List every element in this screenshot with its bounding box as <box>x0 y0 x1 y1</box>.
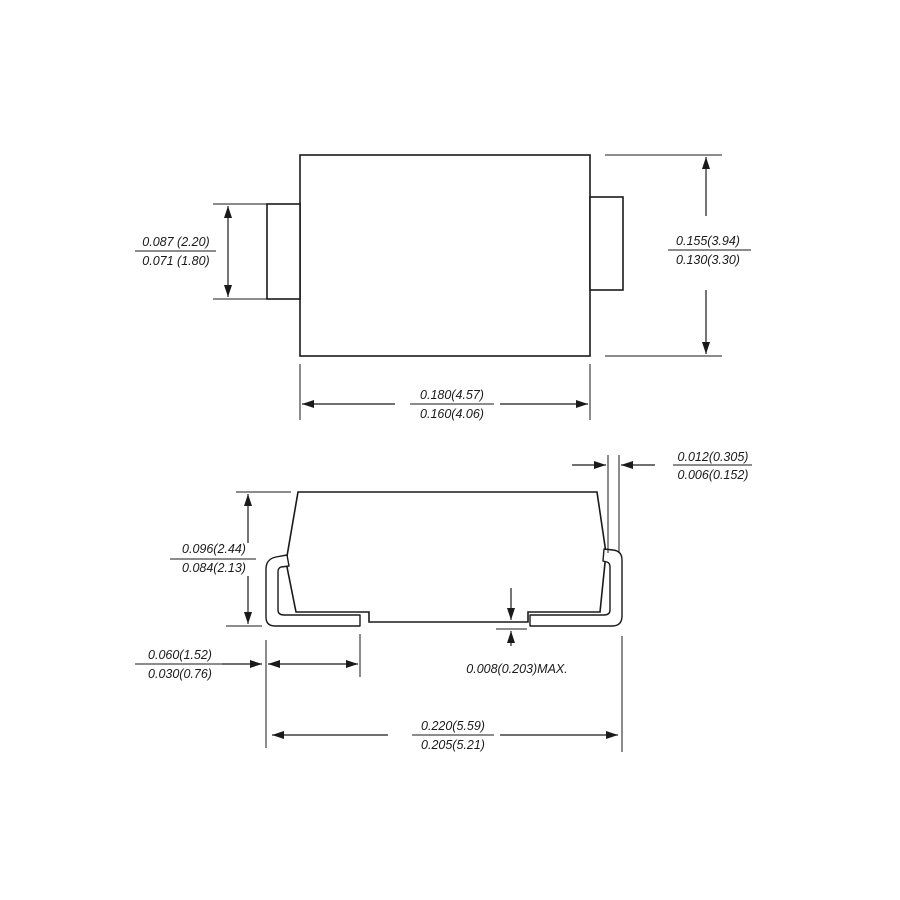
package-height-dimension: 0.096(2.44) 0.084(2.13) <box>170 491 291 627</box>
terminal-width-dimension: 0.087 (2.20) 0.071 (1.80) <box>135 203 290 300</box>
package-height-min: 0.084(2.13) <box>182 561 246 575</box>
overall-length-max: 0.220(5.59) <box>421 719 485 733</box>
lead-thickness-max: 0.012(0.305) <box>678 450 749 464</box>
standoff-value: 0.008(0.203)MAX. <box>466 662 567 676</box>
terminal-width-min: 0.071 (1.80) <box>142 254 209 268</box>
body-outline <box>299 154 591 357</box>
left-lead <box>265 554 361 627</box>
overall-length-dimension: 0.220(5.59) 0.205(5.21) <box>265 636 623 752</box>
overall-length-min: 0.205(5.21) <box>421 738 485 752</box>
lead-length-min: 0.030(0.76) <box>148 667 212 681</box>
top-view: 0.087 (2.20) 0.071 (1.80) 0.155(3.94) 0.… <box>135 154 751 421</box>
body-width-dimension: 0.155(3.94) 0.130(3.30) <box>605 154 751 357</box>
body-width-max: 0.155(3.94) <box>676 234 740 248</box>
body-width-min: 0.130(3.30) <box>676 253 740 267</box>
left-terminal <box>266 203 301 300</box>
right-lead <box>529 548 623 627</box>
lead-thickness-dimension: 0.012(0.305) 0.006(0.152) <box>572 450 752 553</box>
standoff-dimension: 0.008(0.203)MAX. <box>466 588 568 676</box>
package-height-max: 0.096(2.44) <box>182 542 246 556</box>
body-length-dimension: 0.180(4.57) 0.160(4.06) <box>299 364 591 421</box>
lead-length-max: 0.060(1.52) <box>148 648 212 662</box>
side-view: 0.012(0.305) 0.006(0.152) 0.096(2.44) 0.… <box>135 450 752 752</box>
right-terminal <box>589 196 624 291</box>
terminal-width-max: 0.087 (2.20) <box>142 235 209 249</box>
molded-body-outline <box>285 491 607 623</box>
lead-thickness-min: 0.006(0.152) <box>678 468 749 482</box>
body-length-max: 0.180(4.57) <box>420 388 484 402</box>
lead-length-dimension: 0.060(1.52) 0.030(0.76) <box>135 634 361 681</box>
body-length-min: 0.160(4.06) <box>420 407 484 421</box>
